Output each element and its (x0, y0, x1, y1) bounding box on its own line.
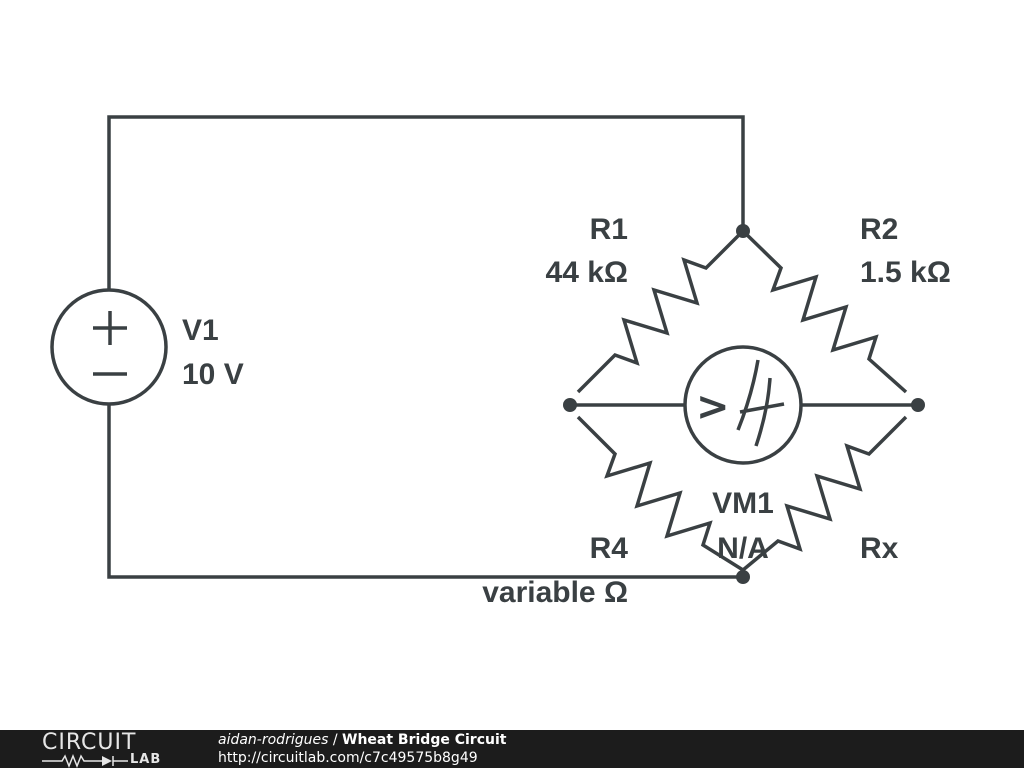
meter-arrow-icon: > (696, 384, 730, 430)
r2-name-label: R2 (860, 213, 898, 246)
wire-bottom[interactable] (107, 405, 743, 579)
r1-name-label: R1 (590, 213, 628, 246)
resistor-rx[interactable] (741, 415, 908, 572)
logo-wordmark: CIRCUIT (42, 730, 137, 755)
vm1-value-label: N/A (717, 532, 769, 565)
footer-bar: CIRCUIT LAB aidan-rodrigues / Wheat Brid… (0, 730, 1024, 768)
node-right[interactable] (911, 398, 925, 412)
logo-lab-text: LAB (130, 752, 162, 767)
resistor-r4[interactable] (576, 415, 744, 572)
node-bottom[interactable] (736, 570, 750, 584)
v1-name-label: V1 (182, 314, 219, 347)
circuit-title[interactable]: Wheat Bridge Circuit (342, 732, 507, 748)
r4-name-label: R4 (590, 532, 629, 565)
meter-scale-arc-1 (736, 359, 760, 431)
node-top[interactable] (736, 224, 750, 238)
circuit-credit: aidan-rodrigues / Wheat Bridge Circuit (218, 731, 506, 749)
meter-needle (739, 402, 785, 414)
credit-separator: / (328, 732, 343, 748)
v1-value-label: 10 V (182, 358, 244, 391)
node-left[interactable] (563, 398, 577, 412)
circuit-url[interactable]: http://circuitlab.com/c7c49575b8g49 (218, 750, 478, 766)
author-name[interactable]: aidan-rodrigues (218, 732, 329, 748)
vm1-name-label: VM1 (712, 487, 774, 520)
meter-scale-arc-2 (754, 377, 772, 447)
circuitlab-logo[interactable]: CIRCUIT LAB (40, 730, 180, 768)
r4-value-label: variable Ω (482, 576, 628, 609)
r1-value-label: 44 kΩ (546, 256, 628, 289)
resistor-r1[interactable] (576, 229, 745, 394)
resistor-r2[interactable] (741, 229, 908, 394)
logo-resistor-diode-icon (42, 754, 128, 768)
r2-value-label: 1.5 kΩ (860, 256, 951, 289)
voltage-source-v1[interactable] (50, 288, 168, 406)
wire-top[interactable] (107, 115, 745, 290)
rx-name-label: Rx (860, 532, 899, 565)
voltmeter-vm1[interactable]: > (683, 345, 803, 465)
